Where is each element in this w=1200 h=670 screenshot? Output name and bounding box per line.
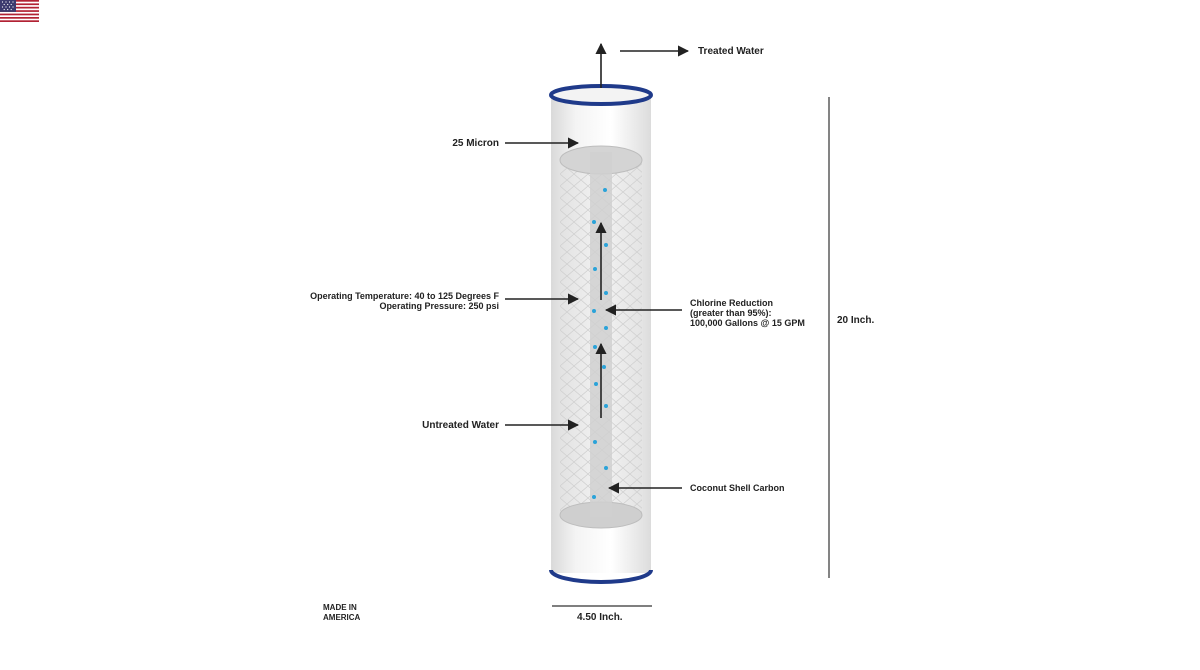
america-label: AMERICA	[323, 613, 361, 622]
untreated-water-label: Untreated Water	[422, 420, 499, 431]
width-label: 4.50 Inch.	[577, 612, 623, 623]
top-cap	[549, 84, 653, 106]
micron-label: 25 Micron	[452, 138, 499, 149]
water-dots	[592, 188, 608, 499]
coconut-shell-carbon-label: Coconut Shell Carbon	[690, 483, 785, 493]
height-label: 20 Inch.	[837, 315, 875, 326]
operating-temperature-label: Operating Temperature: 40 to 125 Degrees…	[310, 291, 499, 301]
bottom-cap-rim	[549, 569, 653, 584]
us-flag-icon	[0, 0, 39, 22]
chlorine-capacity-label: 100,000 Gallons @ 15 GPM	[690, 318, 805, 328]
made-in-label: MADE IN	[323, 603, 357, 612]
treated-water-label: Treated Water	[698, 46, 764, 57]
operating-pressure-label: Operating Pressure: 250 psi	[379, 301, 499, 311]
center-core-tube	[590, 152, 612, 517]
chlorine-reduction-label: Chlorine Reduction	[690, 298, 773, 308]
chlorine-percentage-label: (greater than 95%):	[690, 308, 772, 318]
